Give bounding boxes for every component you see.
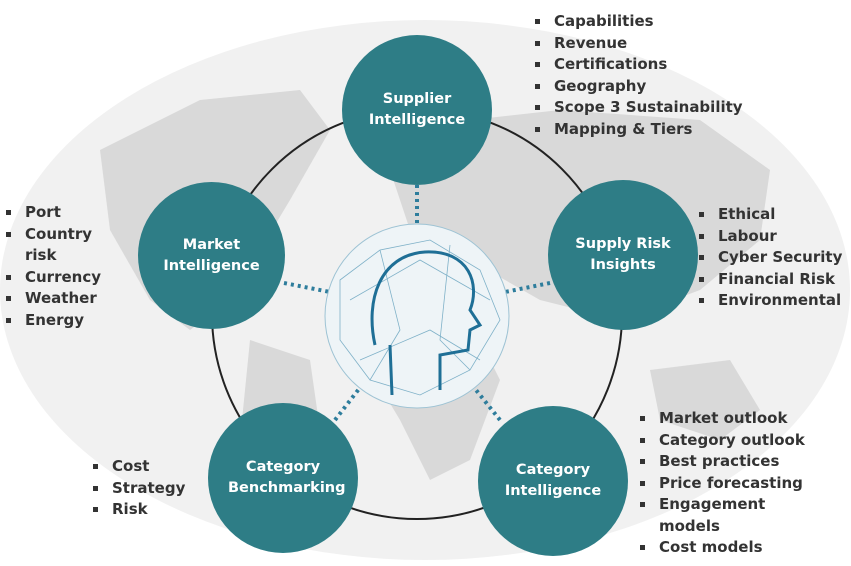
list-item: Geography xyxy=(533,76,743,98)
brain-network-globe-icon xyxy=(324,223,510,409)
list-item: Labour xyxy=(697,226,842,248)
supplier-intelligence-list: Capabilities Revenue Certifications Geog… xyxy=(533,11,743,140)
list-item: Price forecasting xyxy=(638,473,818,495)
list-item: Strategy xyxy=(91,478,185,500)
node-label: Supplier Intelligence xyxy=(368,91,466,128)
list-item: Ethical xyxy=(697,204,842,226)
node-market-intelligence: Market Intelligence xyxy=(138,182,285,329)
list-item: Cost models xyxy=(638,537,818,559)
list-item: Cost xyxy=(91,456,185,478)
list-item: Mapping & Tiers xyxy=(533,119,743,141)
node-label: Supply Risk Insights xyxy=(575,236,671,273)
list-item: Currency xyxy=(4,267,104,289)
list-item: Certifications xyxy=(533,54,743,76)
node-supplier-intelligence: Supplier Intelligence xyxy=(342,35,492,185)
list-item: Market outlook xyxy=(638,408,818,430)
category-benchmarking-list: Cost Strategy Risk xyxy=(91,456,185,521)
node-label: Category Benchmarking xyxy=(228,459,346,496)
list-item: Energy xyxy=(4,310,104,332)
list-item: Capabilities xyxy=(533,11,743,33)
dotted-connectors xyxy=(283,185,551,422)
list-item: Engagement models xyxy=(638,494,769,537)
list-item: Country risk xyxy=(4,224,92,267)
node-category-intelligence: Category Intelligence xyxy=(478,406,628,556)
list-item: Financial Risk xyxy=(697,269,842,291)
list-item: Port xyxy=(4,202,104,224)
list-item: Best practices xyxy=(638,451,818,473)
node-supply-risk-insights: Supply Risk Insights xyxy=(548,180,698,330)
list-item: Risk xyxy=(91,499,185,521)
market-intelligence-list: Port Country risk Currency Weather Energ… xyxy=(4,202,104,331)
node-label: Category Intelligence xyxy=(504,462,602,499)
list-item: Revenue xyxy=(533,33,743,55)
list-item: Category outlook xyxy=(638,430,818,452)
category-intelligence-list: Market outlook Category outlook Best pra… xyxy=(638,408,818,559)
list-item: Cyber Security xyxy=(697,247,842,269)
node-label: Market Intelligence xyxy=(163,236,260,274)
list-item: Environmental xyxy=(697,290,842,312)
list-item: Weather xyxy=(4,288,104,310)
node-category-benchmarking: Category Benchmarking xyxy=(208,403,358,553)
list-item: Scope 3 Sustainability xyxy=(533,97,743,119)
supply-risk-list: Ethical Labour Cyber Security Financial … xyxy=(697,204,842,312)
